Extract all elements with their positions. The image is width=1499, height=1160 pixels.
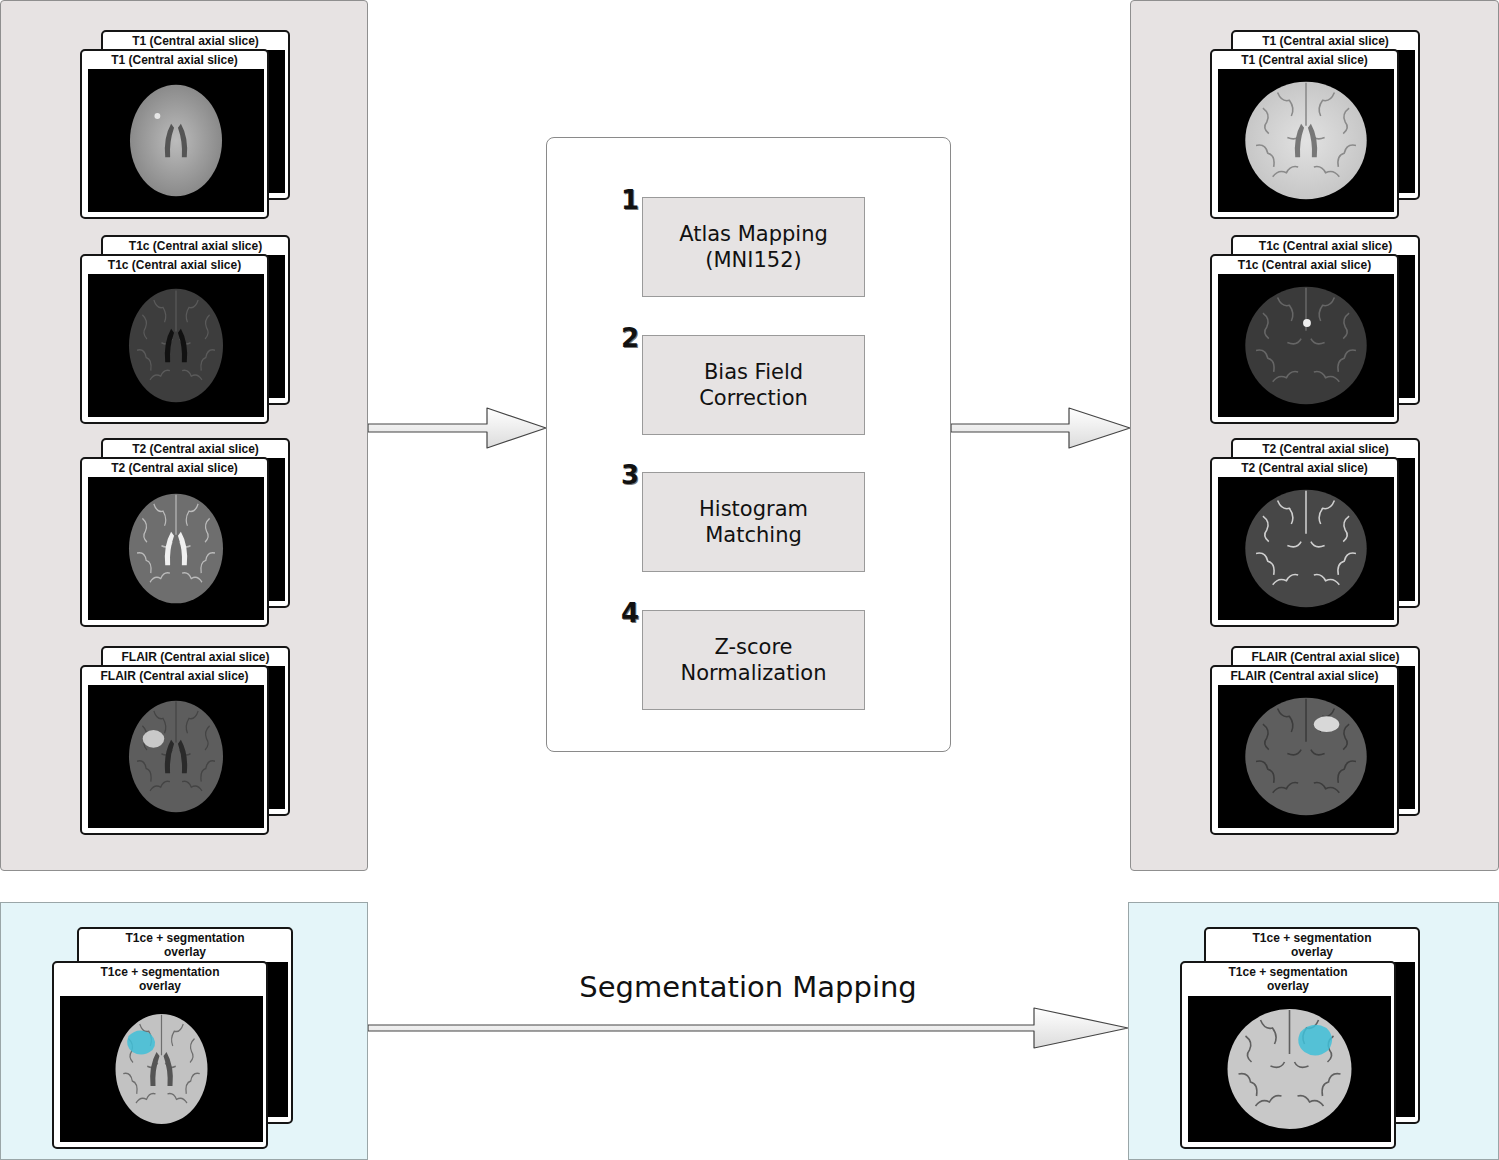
brain-slice — [1188, 996, 1391, 1142]
card-title: T1 (Central axial slice) — [1233, 32, 1418, 50]
hollow-arrow — [368, 1008, 1128, 1048]
process-box: 3Histogram Matching — [642, 472, 865, 572]
slice-card: T1c (Central axial slice) — [1210, 254, 1399, 424]
slice-card: FLAIR (Central axial slice) — [1210, 665, 1399, 835]
step-number: 2 — [621, 324, 639, 352]
brain-picture — [129, 494, 223, 604]
step-number: 1 — [621, 186, 639, 214]
brain-picture — [1245, 82, 1366, 200]
slice-image — [88, 274, 264, 417]
brain-picture — [1245, 287, 1366, 405]
step-label: Bias Field Correction — [643, 359, 864, 411]
brain-picture — [1245, 490, 1366, 608]
brain-slice — [60, 996, 263, 1142]
edge-label: Segmentation Mapping — [575, 970, 921, 1004]
overlay-card: T1ce + segmentation overlay — [1180, 961, 1396, 1149]
slice-card: T1 (Central axial slice) — [1210, 49, 1399, 219]
card-title: FLAIR (Central axial slice) — [1233, 648, 1418, 666]
slice-card: T2 (Central axial slice) — [80, 457, 269, 627]
slice-image — [88, 685, 264, 828]
slice-image — [88, 69, 264, 212]
brain-slice — [1218, 69, 1394, 212]
brain-slice — [1218, 477, 1394, 620]
card-title: T1 (Central axial slice) — [103, 32, 288, 50]
slice-image — [1218, 477, 1394, 620]
card-title: T1c (Central axial slice) — [1233, 237, 1418, 255]
slice-card: T1c (Central axial slice) — [80, 254, 269, 424]
step-number: 4 — [621, 599, 639, 627]
brain-picture — [129, 701, 223, 813]
slice-card: T2 (Central axial slice) — [1210, 457, 1399, 627]
slice-image — [1188, 996, 1391, 1142]
card-title: FLAIR (Central axial slice) — [1212, 667, 1397, 685]
slice-image — [1218, 274, 1394, 417]
card-title: T2 (Central axial slice) — [103, 440, 288, 458]
step-label: Histogram Matching — [643, 496, 864, 548]
card-title: T1 (Central axial slice) — [1212, 51, 1397, 69]
brain-slice — [88, 69, 264, 212]
card-title: T2 (Central axial slice) — [1233, 440, 1418, 458]
step-label: Z-score Normalization — [643, 634, 864, 686]
slice-card: T1 (Central axial slice) — [80, 49, 269, 219]
segmentation-input-panel: T1ce + segmentation overlayT1ce + segmen… — [0, 902, 368, 1160]
brain-picture — [1228, 1009, 1352, 1129]
overlay-card: T1ce + segmentation overlay — [52, 961, 268, 1149]
step-number: 3 — [621, 461, 639, 489]
hollow-arrow — [368, 408, 546, 448]
slice-image — [60, 996, 263, 1142]
slice-image — [88, 477, 264, 620]
card-title: FLAIR (Central axial slice) — [103, 648, 288, 666]
process-box: 1Atlas Mapping (MNI152) — [642, 197, 865, 297]
hollow-arrow — [951, 408, 1130, 448]
card-title: T1c (Central axial slice) — [103, 237, 288, 255]
step-label: Atlas Mapping (MNI152) — [643, 221, 864, 273]
process-box: 2Bias Field Correction — [642, 335, 865, 435]
brain-slice — [1218, 685, 1394, 828]
brain-slice — [88, 477, 264, 620]
brain-slice — [88, 685, 264, 828]
card-title: T2 (Central axial slice) — [1212, 459, 1397, 477]
brain-picture — [129, 289, 223, 403]
card-title: T1c (Central axial slice) — [82, 256, 267, 274]
card-title: T1ce + segmentation overlay — [79, 929, 291, 962]
slice-image — [1218, 685, 1394, 828]
brain-picture — [130, 85, 222, 197]
output-panel: T1 (Central axial slice)T1 (Central axia… — [1130, 0, 1499, 871]
card-title: T2 (Central axial slice) — [82, 459, 267, 477]
card-title: T1ce + segmentation overlay — [1206, 929, 1418, 962]
card-title: T1ce + segmentation overlay — [1182, 963, 1394, 996]
brain-picture — [116, 1014, 208, 1124]
slice-image — [1218, 69, 1394, 212]
pipeline-panel: 1Atlas Mapping (MNI152)2Bias Field Corre… — [546, 137, 951, 752]
card-title: T1 (Central axial slice) — [82, 51, 267, 69]
brain-picture — [1245, 698, 1366, 816]
card-title: T1ce + segmentation overlay — [54, 963, 266, 996]
slice-card: FLAIR (Central axial slice) — [80, 665, 269, 835]
brain-slice — [88, 274, 264, 417]
brain-slice — [1218, 274, 1394, 417]
card-title: T1c (Central axial slice) — [1212, 256, 1397, 274]
segmentation-output-panel: T1ce + segmentation overlayT1ce + segmen… — [1128, 902, 1499, 1160]
process-box: 4Z-score Normalization — [642, 610, 865, 710]
input-panel: T1 (Central axial slice)T1 (Central axia… — [0, 0, 368, 871]
card-title: FLAIR (Central axial slice) — [82, 667, 267, 685]
